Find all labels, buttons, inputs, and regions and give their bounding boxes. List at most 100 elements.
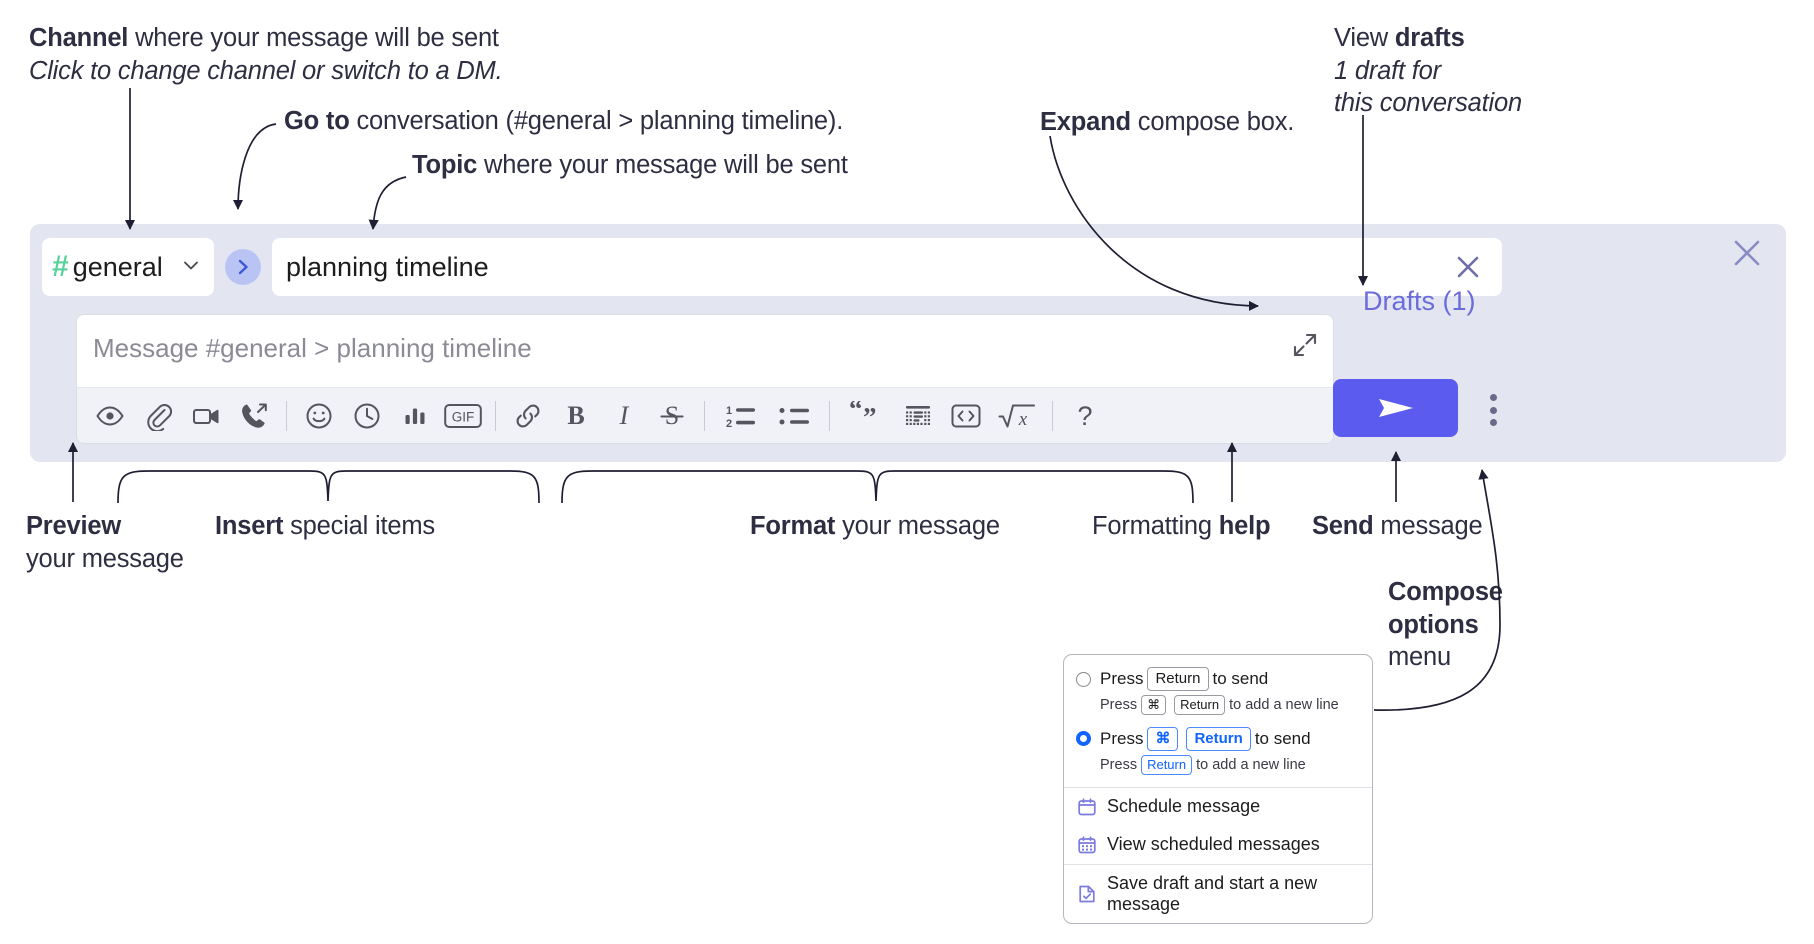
preview-icon[interactable] [89,395,131,437]
annotation-send-rest: message [1373,512,1483,540]
option-cmd-return-to-send[interactable]: Press ⌘ Return to send [1064,725,1372,753]
gif-icon[interactable]: GIF [442,395,484,437]
menu-item-view-scheduled-messages[interactable]: View scheduled messages [1064,826,1372,864]
toolbar-divider [495,400,496,431]
strikethrough-icon[interactable]: S [651,395,693,437]
option2-pre: Press [1100,728,1144,748]
annotation-drafts: View drafts 1 draft for this conversatio… [1334,22,1522,120]
annotation-topic-rest: where your message will be sent [477,151,848,179]
menu-divider [1064,786,1372,788]
attachment-icon[interactable] [137,395,179,437]
annotation-topic-bold: Topic [412,151,478,179]
annotation-compose-options-rest: menu [1388,643,1451,672]
code-block-icon[interactable] [897,395,939,437]
topic-value[interactable]: planning timeline [286,251,489,282]
menu-item-save-draft[interactable]: Save draft and start a new message [1064,865,1372,923]
kbd-return: Return [1186,726,1251,752]
link-icon[interactable] [507,395,549,437]
menu-item-label: Schedule message [1107,796,1261,817]
kebab-dot [1489,406,1497,414]
option2-post: to send [1254,728,1311,748]
annotation-channel-italic: Click to change channel or switch to a D… [29,56,503,85]
annotation-goto-rest: conversation (#general > planning timeli… [349,107,844,135]
option1-sub-post: to add a new line [1229,697,1339,714]
annotation-expand-bold: Expand [1040,108,1131,136]
goto-conversation-button[interactable] [225,249,261,285]
compose-panel: # general planning timeline Message #gen… [30,224,1786,462]
italic-icon[interactable]: I [603,395,645,437]
send-behavior-section: Press Return to send Press ⌘ Return to a… [1064,655,1372,787]
channel-picker[interactable]: # general [42,238,214,296]
clock-icon[interactable] [346,395,388,437]
help-icon[interactable]: ? [1064,395,1106,437]
annotation-channel-rest: where your message will be sent [128,24,499,52]
compose-options-button[interactable] [1480,390,1506,430]
radio-selected-icon[interactable] [1076,731,1091,747]
annotation-drafts-bold: drafts [1394,24,1465,52]
annotation-send-bold: Send [1312,512,1374,540]
message-placeholder: Message #general > planning timeline [93,333,532,363]
svg-text:”: ” [863,402,877,431]
annotation-format-rest: your message [835,512,1000,540]
toolbar-divider [829,400,830,431]
blockquote-icon[interactable]: “ ” [841,395,891,437]
bold-icon[interactable]: B [555,395,597,437]
inline-code-icon[interactable] [945,395,987,437]
annotation-help-bold: help [1218,512,1271,540]
calendar-icon [1076,796,1098,818]
annotation-compose-options: Compose options menu [1388,576,1503,674]
kbd-return: Return [1147,667,1209,692]
close-icon[interactable] [1730,236,1764,270]
clear-topic-icon[interactable] [1452,251,1484,283]
ordered-list-icon[interactable]: 1 2 [716,395,764,437]
menu-item-label: Save draft and start a new message [1107,872,1318,914]
channel-name: general [72,251,163,282]
save-draft-icon [1076,883,1098,905]
bulleted-list-icon[interactable] [770,395,818,437]
poll-icon[interactable] [394,395,436,437]
compose-options-menu: Press Return to send Press ⌘ Return to a… [1063,654,1373,924]
annotation-format: Format your message [750,510,1000,543]
annotation-goto-bold: Go to [284,107,350,135]
annotation-preview-bold: Preview [26,512,121,540]
radio-unselected-icon[interactable] [1076,671,1091,687]
audio-call-icon[interactable] [233,395,275,437]
video-icon[interactable] [185,395,227,437]
italic-label: I [619,401,630,430]
kbd-command: ⌘ [1141,695,1167,715]
annotation-insert: Insert special items [215,510,435,543]
annotation-expand-rest: compose box. [1130,108,1295,136]
option1-hint: Press ⌘ Return to add a new line [1064,693,1372,719]
annotation-preview-rest: your message [26,544,184,573]
annotation-help-plain: Formatting [1092,512,1219,540]
option1-sub-pre: Press [1100,697,1138,714]
send-button[interactable] [1333,379,1458,437]
topic-field[interactable]: planning timeline [272,238,1502,296]
kebab-dot [1489,394,1497,401]
drafts-link[interactable]: Drafts (1) [1363,286,1476,316]
message-input-box[interactable]: Message #general > planning timeline [76,314,1334,444]
annotation-goto: Go to conversation (#general > planning … [284,105,843,138]
annotation-send: Send message [1312,510,1483,543]
option-return-to-send[interactable]: Press Return to send [1064,665,1372,693]
bold-label: B [567,401,584,430]
annotation-compose-options-bold2: options [1388,610,1479,639]
math-icon[interactable]: x [993,395,1041,437]
toolbar-divider [286,400,287,431]
help-label: ? [1077,401,1092,431]
annotation-channel: Channel where your message will be sent … [29,22,503,87]
toolbar-divider [1052,400,1053,431]
svg-text:“: “ [849,401,863,424]
option2-sub-post: to add a new line [1196,756,1306,773]
annotation-expand: Expand compose box. [1040,106,1294,139]
expand-icon[interactable] [1291,331,1319,359]
emoji-icon[interactable] [298,395,340,437]
ol-1: 1 [726,405,732,417]
option2-hint: Press Return to add a new line [1064,753,1372,779]
option1-pre: Press [1100,669,1144,689]
annotation-drafts-italic1: 1 draft for [1334,56,1441,85]
menu-item-label: View scheduled messages [1107,834,1320,855]
annotation-drafts-italic2: this conversation [1334,89,1522,118]
menu-item-schedule-message[interactable]: Schedule message [1064,788,1372,826]
formatting-toolbar: GIF B I [77,387,1333,443]
